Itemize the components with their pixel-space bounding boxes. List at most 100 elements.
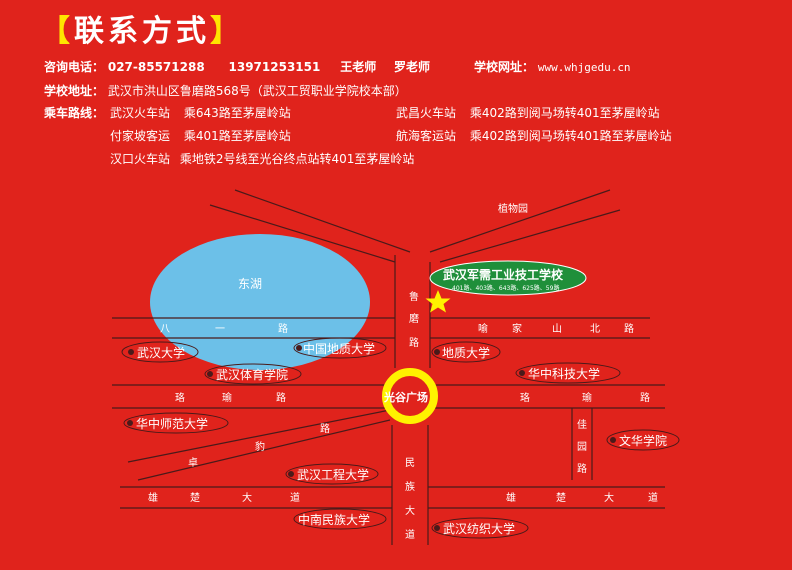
road-lines bbox=[112, 189, 665, 545]
phone-label: 咨询电话： bbox=[44, 60, 105, 74]
svg-text:喻: 喻 bbox=[478, 322, 488, 335]
svg-text:华中科技大学: 华中科技大学 bbox=[528, 366, 600, 381]
lake-label: 东湖 bbox=[238, 276, 262, 291]
route-station: 汉口火车站 bbox=[110, 152, 171, 166]
route-station: 武汉火车站 bbox=[110, 106, 171, 120]
svg-text:路: 路 bbox=[640, 391, 650, 404]
place-dot-icon bbox=[434, 349, 440, 355]
svg-text:中国地质大学: 中国地质大学 bbox=[303, 341, 375, 356]
svg-text:民: 民 bbox=[405, 457, 415, 469]
svg-text:八: 八 bbox=[160, 324, 170, 335]
road-label-xiongchu-right: 雄 楚 大 道 bbox=[506, 491, 658, 504]
route-desc: 乘401路至茅屋岭站 bbox=[183, 129, 291, 143]
svg-text:族: 族 bbox=[405, 480, 415, 493]
website-label: 学校网址： bbox=[474, 60, 535, 74]
place-dot-icon bbox=[610, 437, 616, 443]
svg-text:山: 山 bbox=[552, 323, 562, 335]
place-dot-icon bbox=[296, 345, 302, 351]
svg-text:北: 北 bbox=[590, 323, 600, 335]
svg-text:瑜: 瑜 bbox=[582, 391, 592, 404]
svg-text:路: 路 bbox=[409, 336, 419, 349]
phone-row: 咨询电话： 027-85571288 13971253151 王老师 罗老师 bbox=[44, 58, 430, 75]
svg-text:路: 路 bbox=[320, 422, 330, 435]
place-scuec[interactable]: 中南民族大学 bbox=[293, 508, 387, 530]
route-desc: 乘402路到阅马场转401至茅屋岭站 bbox=[469, 106, 660, 120]
route-station: 航海客运站 bbox=[396, 129, 457, 143]
svg-text:路: 路 bbox=[276, 391, 286, 404]
svg-text:一: 一 bbox=[215, 324, 225, 335]
svg-text:道: 道 bbox=[648, 491, 658, 504]
place-cug-right[interactable]: 地质大学 bbox=[431, 341, 501, 363]
route-station: 付家坡客运 bbox=[110, 129, 171, 143]
road-label-jiayuanlu: 佳 园 路 bbox=[577, 418, 587, 475]
svg-text:珞: 珞 bbox=[175, 391, 185, 404]
place-cug-left[interactable]: 中国地质大学 bbox=[293, 337, 387, 359]
svg-text:珞: 珞 bbox=[520, 391, 530, 404]
place-ccnu[interactable]: 华中师范大学 bbox=[123, 412, 229, 434]
road-label-bayilu: 八 一 路 bbox=[160, 322, 288, 335]
road-label-luoyulu-right: 珞 瑜 路 bbox=[520, 391, 650, 404]
place-dot-icon bbox=[128, 349, 134, 355]
road-label-luoyulu-left: 珞 瑜 路 bbox=[175, 391, 286, 404]
svg-text:雄: 雄 bbox=[148, 491, 158, 504]
svg-text:道: 道 bbox=[405, 528, 415, 541]
svg-text:雄: 雄 bbox=[506, 491, 516, 504]
route-desc: 乘地铁2号线至光谷终点站转401至茅屋岭站 bbox=[179, 152, 415, 166]
page-title: 【联系方式】 bbox=[40, 6, 244, 50]
school-badge[interactable] bbox=[429, 260, 587, 296]
school-bus-lines: 401路、403路、643路、625路、59路 bbox=[452, 284, 559, 292]
svg-text:道: 道 bbox=[290, 491, 300, 504]
title-text: 联系方式 bbox=[74, 14, 210, 49]
school-name: 武汉军需工业技工学校 bbox=[443, 267, 564, 282]
road-label-xiongchu-left: 雄 楚 大 道 bbox=[148, 491, 300, 504]
svg-text:武汉大学: 武汉大学 bbox=[137, 345, 185, 360]
place-dot-icon bbox=[434, 525, 440, 531]
route-desc: 乘643路至茅屋岭站 bbox=[183, 106, 291, 120]
svg-text:园: 园 bbox=[577, 441, 587, 453]
title-bracket-left: 【 bbox=[40, 14, 74, 49]
place-dot-icon bbox=[127, 420, 133, 426]
road-label-minzudadao: 民 族 大 道 bbox=[405, 457, 415, 541]
svg-text:武汉纺织大学: 武汉纺织大学 bbox=[443, 521, 515, 536]
phone-2: 13971253151 bbox=[228, 60, 321, 74]
donghu-lake bbox=[150, 234, 370, 370]
svg-text:武汉工程大学: 武汉工程大学 bbox=[297, 467, 369, 482]
route-desc: 乘402路到阅马场转401路至茅屋岭站 bbox=[469, 129, 672, 143]
address-row: 学校地址： 武汉市洪山区鲁磨路568号（武汉工贸职业学院校本部） bbox=[44, 82, 407, 99]
svg-text:华中师范大学: 华中师范大学 bbox=[136, 416, 208, 431]
svg-text:大: 大 bbox=[405, 504, 415, 517]
svg-text:文华学院: 文华学院 bbox=[619, 433, 667, 448]
svg-text:大: 大 bbox=[242, 491, 252, 504]
place-wtu[interactable]: 武汉纺织大学 bbox=[431, 517, 529, 539]
route-item: 武昌火车站 乘402路到阅马场转401至茅屋岭站 bbox=[396, 104, 660, 121]
place-hust[interactable]: 华中科技大学 bbox=[515, 362, 621, 384]
place-dot-icon bbox=[519, 370, 525, 376]
place-whu[interactable]: 武汉大学 bbox=[121, 341, 199, 363]
place-wenhua[interactable]: 文华学院 bbox=[606, 429, 680, 451]
guanggu-ring-icon bbox=[382, 368, 438, 424]
website-link[interactable]: www.whjgedu.cn bbox=[537, 61, 631, 74]
title-bracket-right: 】 bbox=[210, 14, 244, 49]
route-item: 付家坡客运 乘401路至茅屋岭站 bbox=[110, 127, 291, 144]
address-label: 学校地址： bbox=[44, 84, 105, 98]
svg-text:中南民族大学: 中南民族大学 bbox=[298, 512, 370, 527]
svg-text:武汉体育学院: 武汉体育学院 bbox=[216, 367, 288, 382]
road-label-zhiwuyuan: 植物园 bbox=[498, 202, 528, 215]
route-item: 武汉火车站 乘643路至茅屋岭站 bbox=[110, 104, 291, 121]
place-wipe[interactable]: 武汉体育学院 bbox=[204, 363, 302, 385]
svg-text:大: 大 bbox=[604, 491, 614, 504]
svg-text:路: 路 bbox=[577, 462, 587, 475]
route-item: 汉口火车站 乘地铁2号线至光谷终点站转401至茅屋岭站 bbox=[110, 150, 414, 167]
road-label-zhuodaoquanlu: 卓 豹 路 bbox=[188, 422, 330, 469]
svg-text:家: 家 bbox=[512, 322, 522, 335]
svg-text:佳: 佳 bbox=[577, 418, 587, 431]
route-item: 航海客运站 乘402路到阅马场转401路至茅屋岭站 bbox=[396, 127, 672, 144]
svg-text:楚: 楚 bbox=[190, 491, 200, 504]
svg-text:卓: 卓 bbox=[188, 457, 198, 469]
route-station: 武昌火车站 bbox=[396, 106, 457, 120]
svg-text:豹: 豹 bbox=[255, 440, 265, 453]
website-row: 学校网址： www.whjgedu.cn bbox=[474, 58, 631, 75]
place-wit[interactable]: 武汉工程大学 bbox=[285, 463, 379, 485]
svg-text:地质大学: 地质大学 bbox=[442, 345, 490, 360]
